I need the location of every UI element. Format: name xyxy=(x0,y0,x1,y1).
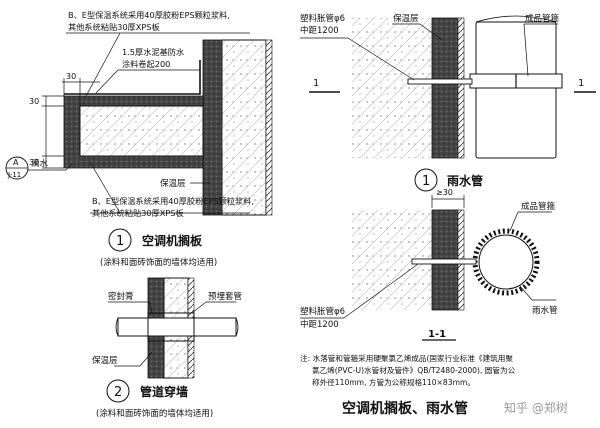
detail-2-subtitle: (涂料和面砖饰面的墙体均适用) xyxy=(96,408,213,419)
detail-pipe-through-wall: 密封膏 预埋套管 保温层 2 管道穿墙 (涂料和面砖饰面的墙体均适用) xyxy=(92,277,242,419)
through-pipe xyxy=(117,317,237,337)
note-bottom-line1: B、E型保温系统采用40厚胶粉EPS颗粒浆料, xyxy=(92,196,254,206)
hoop-label: 成品管箍 xyxy=(525,13,560,24)
note-line1: 注: 水落管和管箍采用硬聚氯乙烯成品(国家行业标准《建筑用聚 xyxy=(300,353,513,363)
waterproof-coat xyxy=(64,60,201,95)
insulation-label: 保温层 xyxy=(160,178,186,189)
watermark: 知乎 @郑树 xyxy=(504,400,568,415)
anchor-label-line1: 塑料胀管φ6 xyxy=(300,13,345,24)
dim-30-left-a: 30 xyxy=(29,97,39,106)
dim-min-30: ≥30 xyxy=(436,188,453,197)
anchor-label-line1: 塑料胀管φ6 xyxy=(300,306,345,317)
anchor-label-line2: 中距1200 xyxy=(300,319,339,330)
note-line3: 称外径110mm, 方管为公称规格110×83mm。 xyxy=(312,377,475,387)
section-marker-left: 1 xyxy=(313,78,319,89)
insulation-label: 保温层 xyxy=(92,355,118,366)
plastic-anchor xyxy=(411,258,477,265)
detail-section-1-1: ≥30 成品管箍 塑料胀管φ6 中距1200 雨水管 1-1 xyxy=(300,188,558,341)
note-line2: 氯乙烯(PVC-U)水管材及管件》QB/T2480-2000), 圆管为公 xyxy=(312,365,516,375)
sleeve-label: 预埋套管 xyxy=(208,291,242,302)
detail-ac-shelf: B、E型保温系统采用40厚胶粉EPS颗粒浆料, 其他系统粘贴30厚XPS板 1.… xyxy=(5,10,273,268)
hoop-label: 成品管箍 xyxy=(521,201,556,212)
detail-rainwater-pipe: 塑料胀管φ6 中距1200 保温层 成品管箍 1 1 1 雨水管 xyxy=(300,13,596,192)
detail-3-title: 雨水管 xyxy=(447,173,483,188)
main-title: 空调机搁板、雨水管 xyxy=(342,400,468,417)
shelf-slab xyxy=(79,105,204,157)
note-top-line1: B、E型保温系统采用40厚胶粉EPS颗粒浆料, xyxy=(68,10,230,20)
note-bottom-line2: 其他系统粘贴30厚XPS板 xyxy=(92,208,184,218)
anchor-label-line2: 中距1200 xyxy=(300,25,339,36)
dim-30-left-b: 30 xyxy=(29,158,39,167)
note-top-line2: 其他系统粘贴30厚XPS板 xyxy=(68,22,160,32)
detail-1-number: 1 xyxy=(116,234,124,249)
drip-index-letter: A xyxy=(13,158,19,167)
rainwater-pipe-section xyxy=(478,234,534,290)
waterproof-label-line1: 1.5厚水泥基防水 xyxy=(122,47,184,57)
rainwater-pipe-elevation xyxy=(475,21,557,159)
detail-1-title: 空调机搁板 xyxy=(142,233,203,248)
wall-insulation xyxy=(202,39,223,216)
section-marker-right: 1 xyxy=(578,78,584,89)
detail-1-subtitle: (涂料和面砖饰面的墙体均适用) xyxy=(100,257,217,268)
drip-label: 滴水 xyxy=(31,158,49,169)
detail-2-title: 管道穿墙 xyxy=(140,384,188,399)
waterproof-label-line2: 涂料卷起200 xyxy=(122,59,170,69)
sealant-label: 密封膏 xyxy=(108,291,134,302)
insulation-label: 保温层 xyxy=(393,13,419,24)
detail-3-number: 1 xyxy=(422,174,430,189)
drip-index-code: J-11 xyxy=(7,171,21,179)
pipe-label: 雨水管 xyxy=(532,305,558,316)
embedded-sleeve xyxy=(147,312,195,342)
dim-30-top: 30 xyxy=(66,72,76,81)
section-title: 1-1 xyxy=(428,329,446,340)
plastic-anchor xyxy=(407,78,473,85)
drip-index-symbol: A J-11 xyxy=(5,156,29,180)
detail-2-number: 2 xyxy=(114,385,122,400)
